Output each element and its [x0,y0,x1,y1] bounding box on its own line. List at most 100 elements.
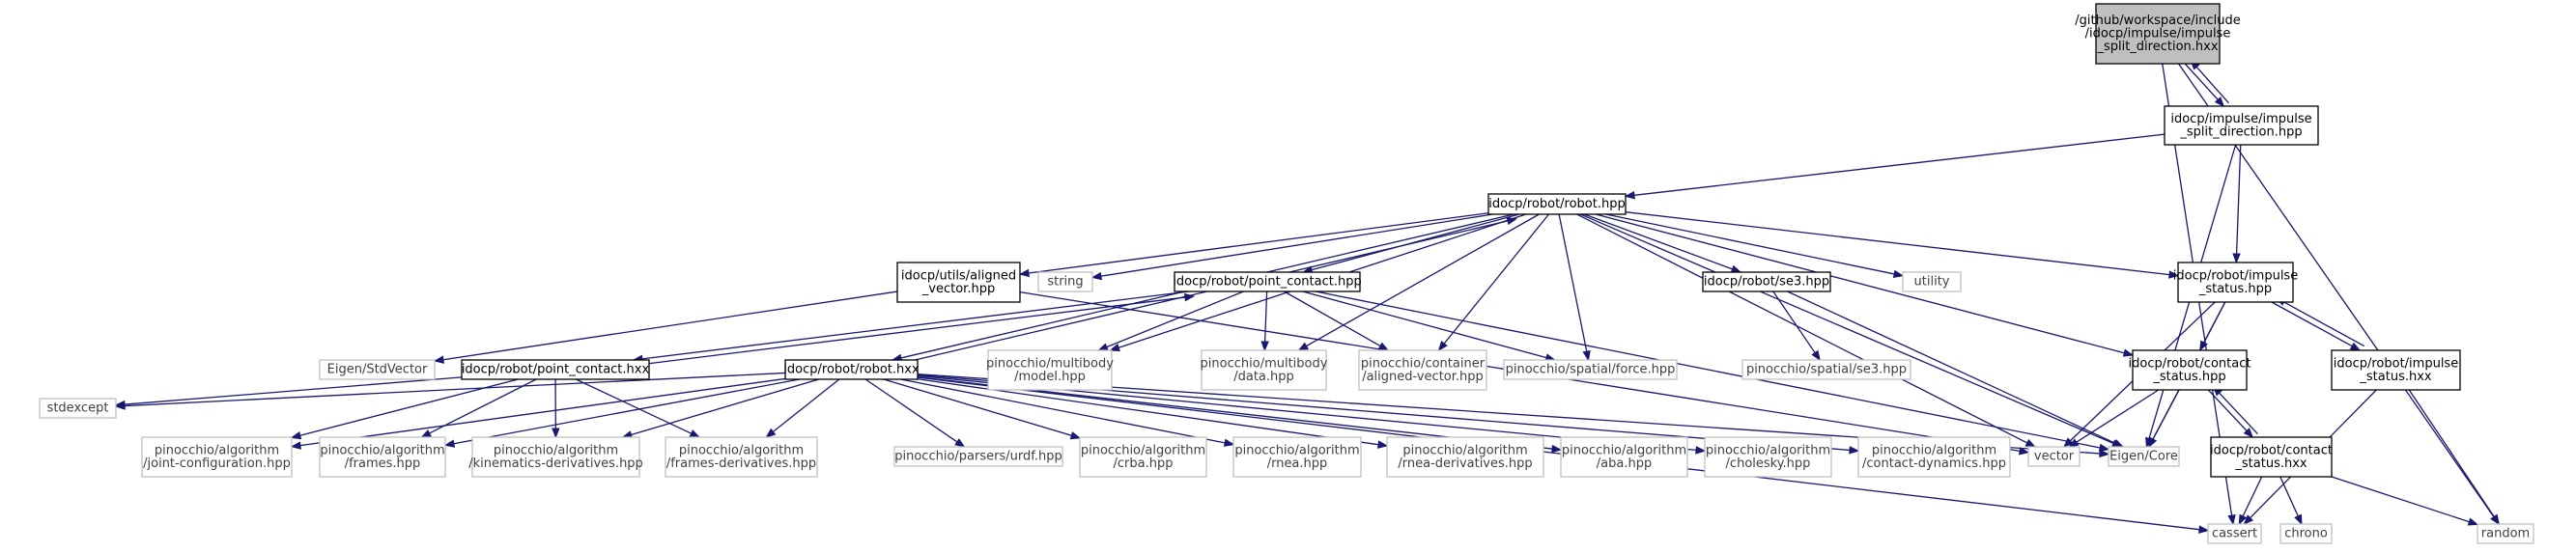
edge-robot_hxx-to-parsers_urdf [864,378,966,448]
node-se3-hpp[interactable]: idocp/robot/se3.hpp [1702,271,1831,292]
node-multibody-data: pinocchio/multibody/data.hpp [1201,349,1328,391]
node-box [461,359,650,380]
node-label-line: idocp/robot/se3.hpp [1704,275,1829,290]
node-frames: pinocchio/algorithm/frames.hpp [319,436,446,478]
node-box [1487,193,1627,215]
edge-contact_status_hpp-to-contact_status_hxx [2207,389,2254,439]
node-box [1702,271,1831,292]
arrowhead-icon [2198,525,2210,534]
node-box [1741,359,1911,380]
arrowhead-icon [2294,513,2303,526]
edge-line [2207,389,2248,431]
node-aligned-vector-hpp[interactable]: idocp/utils/aligned_vector.hpp [896,262,1021,303]
node-box [1902,271,1962,292]
arrowhead-icon [2490,513,2501,526]
arrowhead-icon [290,441,301,450]
arrowhead-icon [1582,349,1591,362]
node-impulse-split-direction-hpp[interactable]: idocp/impulse/impulse_split_direction.hp… [2164,105,2319,146]
edge-robot_hpp-to-impulse_status_hpp [1625,211,2180,279]
node-eigen-core: Eigen/Core [2108,446,2180,467]
edge-robot_hxx-to-crba [883,378,1082,440]
arrowhead-icon [420,429,432,438]
node-contact-dynamics: pinocchio/algorithm/contact-dynamics.hpp [1857,436,2011,478]
node-label-line: idocp/robot/robot.hxx [783,363,920,377]
edge-line [575,378,693,434]
arrowhead-icon [2227,513,2236,526]
node-focus[interactable]: /github/workspace/include/idocp/impulse/… [2075,3,2241,65]
node-label-line: pinocchio/algorithm [320,443,444,457]
edge-robot_hxx-to-robot_hpp [894,216,1518,366]
node-utility: utility [1902,271,1962,292]
edge-line [1605,213,1895,275]
edge-point_contact_hxx-to-frames [420,378,537,438]
edge-robot_hpp-to-string [1090,213,1493,281]
node-box [1201,349,1327,391]
edge-line [2076,389,2160,443]
edge-line [1633,133,2166,196]
node-box [1174,271,1361,292]
arrowhead-icon [765,428,777,438]
node-robot-hxx[interactable]: idocp/robot/robot.hxx [783,359,920,380]
edge-line [2408,389,2495,517]
node-impulse-status-hpp[interactable]: idocp/robot/impulse_status.hpp [2173,262,2298,303]
node-aba: pinocchio/algorithm/aba.hpp [1560,436,1688,478]
arrowhead-icon [2068,438,2080,448]
edge-line [124,372,786,407]
arrowhead-icon [114,401,126,410]
edge-line [2283,301,2365,347]
edge-line [2271,301,2353,347]
node-point-contact-hpp[interactable]: idocp/robot/point_contact.hpp [1173,271,1362,292]
node-label-line: cassert [2212,527,2257,541]
node-chrono: chrono [2279,523,2333,544]
edge-line [1625,211,2170,276]
edge-line [442,290,898,361]
arrowhead-icon [2122,348,2135,357]
edge-line [1100,213,1493,277]
edge-line [1576,213,2028,444]
node-label-line: /cholesky.hpp [1726,456,1811,471]
node-box [1232,436,1362,478]
node-label-line: string [1047,275,1083,290]
edge-contact_status_hxx-to-chrono [2279,476,2303,526]
edge-point_contact_hpp-to-multibody_data [1260,290,1269,352]
edge-line [1772,290,1816,353]
node-box [2331,349,2461,391]
arrowhead-icon [1069,431,1082,440]
arrowhead-icon [1260,341,1269,352]
node-label-line: _status.hxx [2359,370,2432,384]
node-box [1560,436,1688,478]
arrowhead-icon [2024,438,2037,448]
node-box [319,436,446,478]
edge-robot_hpp-to-contact_status_hpp [1595,213,2135,357]
node-contact-status-hxx[interactable]: idocp/robot/contact_status.hxx [2210,436,2333,478]
edge-robot_hxx-to-cassert [917,376,2210,534]
arrowhead-icon [1506,216,1518,226]
node-point-contact-hxx[interactable]: idocp/robot/point_contact.hxx [461,359,650,380]
edge-line [2184,63,2219,100]
node-contact-status-hpp[interactable]: idocp/robot/contact_status.hpp [2129,349,2251,391]
arrowhead-icon [2148,436,2157,449]
arrowhead-icon [1811,349,1821,362]
node-label-line: vector [2034,450,2075,464]
node-stdexcept: stdexcept [39,398,117,419]
node-label-line: _split_direction.hpp [2179,124,2302,139]
arrowhead-icon [1437,340,1448,352]
arrowhead-icon [2232,253,2241,264]
node-label-line: idocp/robot/point_contact.hpp [1173,275,1361,290]
node-label-line: /joint-configuration.hpp [143,456,291,471]
node-impulse-status-hxx[interactable]: idocp/robot/impulse_status.hxx [2331,349,2461,391]
edge-line [1284,290,1381,347]
arrowhead-icon [433,355,445,364]
edge-line [641,290,1190,360]
node-box [2164,105,2319,146]
edge-robot_hxx-to-frames_derivatives [765,378,840,438]
edge-contact_status_hxx-to-contact_status_hpp [2212,385,2258,435]
node-label-line: pinocchio/algorithm [1081,443,1205,457]
edge-contact_status_hpp-to-eigen_core [2148,389,2180,449]
node-box [39,398,117,419]
node-robot-hpp[interactable]: idocp/robot/robot.hpp [1487,193,1627,215]
node-box [2210,436,2333,478]
node-box [1079,436,1207,478]
arrowhead-icon [552,428,560,439]
